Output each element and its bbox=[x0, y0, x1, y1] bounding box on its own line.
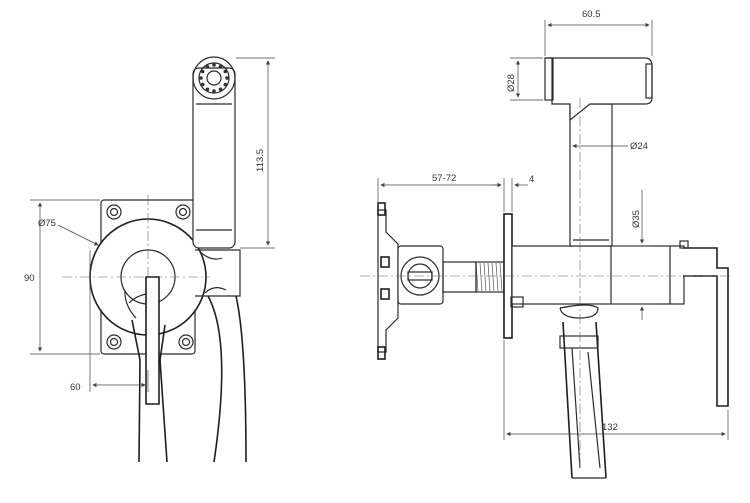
dim-offset-60: 60 bbox=[70, 382, 81, 393]
hand-shower-head bbox=[545, 57, 653, 122]
dim-hand-shower-length: 113.5 bbox=[255, 149, 266, 172]
thread bbox=[475, 262, 503, 292]
mounting-screws bbox=[106, 204, 194, 350]
dim-plate-thickness: 4 bbox=[529, 174, 534, 185]
spray-nozzles bbox=[199, 63, 229, 93]
mixer-body bbox=[511, 245, 685, 305]
dim-wall-depth: 57-72 bbox=[432, 173, 456, 184]
holder-stem bbox=[569, 103, 613, 247]
spray-head-outer bbox=[192, 56, 236, 100]
dim-head-width: 60.5 bbox=[582, 9, 601, 20]
front-dimensions bbox=[30, 57, 275, 392]
side-dimensions bbox=[377, 20, 729, 440]
hose-left bbox=[131, 319, 141, 463]
bracket-bolts bbox=[377, 202, 390, 360]
hose-right bbox=[207, 295, 223, 463]
wall-bracket bbox=[377, 209, 399, 353]
holder-outlet bbox=[195, 249, 241, 297]
side-view bbox=[360, 57, 730, 479]
dim-height-90: 90 bbox=[24, 273, 35, 284]
dim-diameter-28: Ø28 bbox=[506, 74, 517, 92]
hose-side bbox=[562, 321, 573, 479]
lever-handle bbox=[145, 276, 160, 405]
dim-diameter-35: Ø35 bbox=[631, 210, 642, 228]
lever-side bbox=[683, 247, 729, 407]
front-view bbox=[62, 56, 247, 463]
dim-diameter-75: Ø75 bbox=[38, 218, 56, 229]
dim-diameter-24: Ø24 bbox=[630, 141, 648, 152]
dim-total-depth: 132 bbox=[602, 422, 618, 433]
hand-shower-body bbox=[192, 67, 236, 249]
